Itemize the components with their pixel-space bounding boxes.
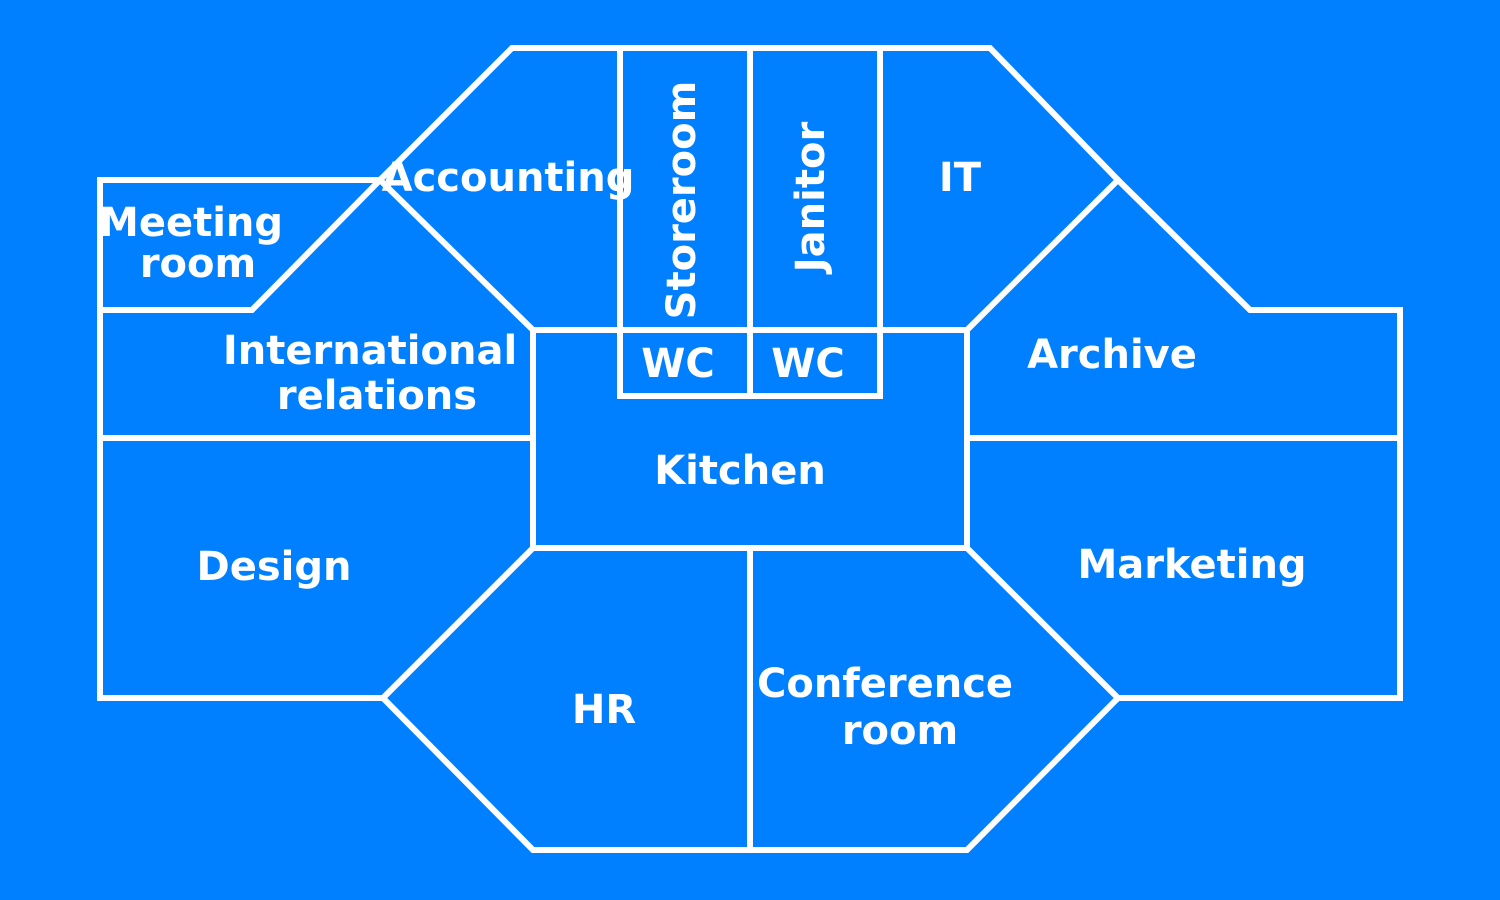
janitor-label: Janitor <box>788 122 834 276</box>
conference-wall <box>962 543 1123 703</box>
wc-left-label: WC <box>641 341 714 387</box>
archive-label: Archive <box>1027 332 1197 378</box>
walls <box>97 45 1403 853</box>
storeroom-label: Storeroom <box>659 81 705 320</box>
accounting-label: Accounting <box>382 155 635 201</box>
hr-wall <box>378 543 538 703</box>
meeting-room-label: Meeting room <box>99 200 297 287</box>
design-label: Design <box>197 544 352 590</box>
hr-label: HR <box>572 687 636 733</box>
conference-room-label: Conference room <box>757 661 1027 754</box>
it-label: IT <box>939 155 982 201</box>
wc-right-label: WC <box>771 341 844 387</box>
marketing-label: Marketing <box>1077 542 1306 588</box>
room-labels: Meeting room Accounting Storeroom Janito… <box>99 81 1307 754</box>
kitchen-label: Kitchen <box>654 448 826 494</box>
accounting-wall <box>375 175 538 335</box>
meeting-room-wall <box>97 175 385 313</box>
international-relations-label: International relations <box>223 328 531 419</box>
outer-wall <box>97 45 1403 853</box>
it-archive-wall <box>962 175 1123 335</box>
